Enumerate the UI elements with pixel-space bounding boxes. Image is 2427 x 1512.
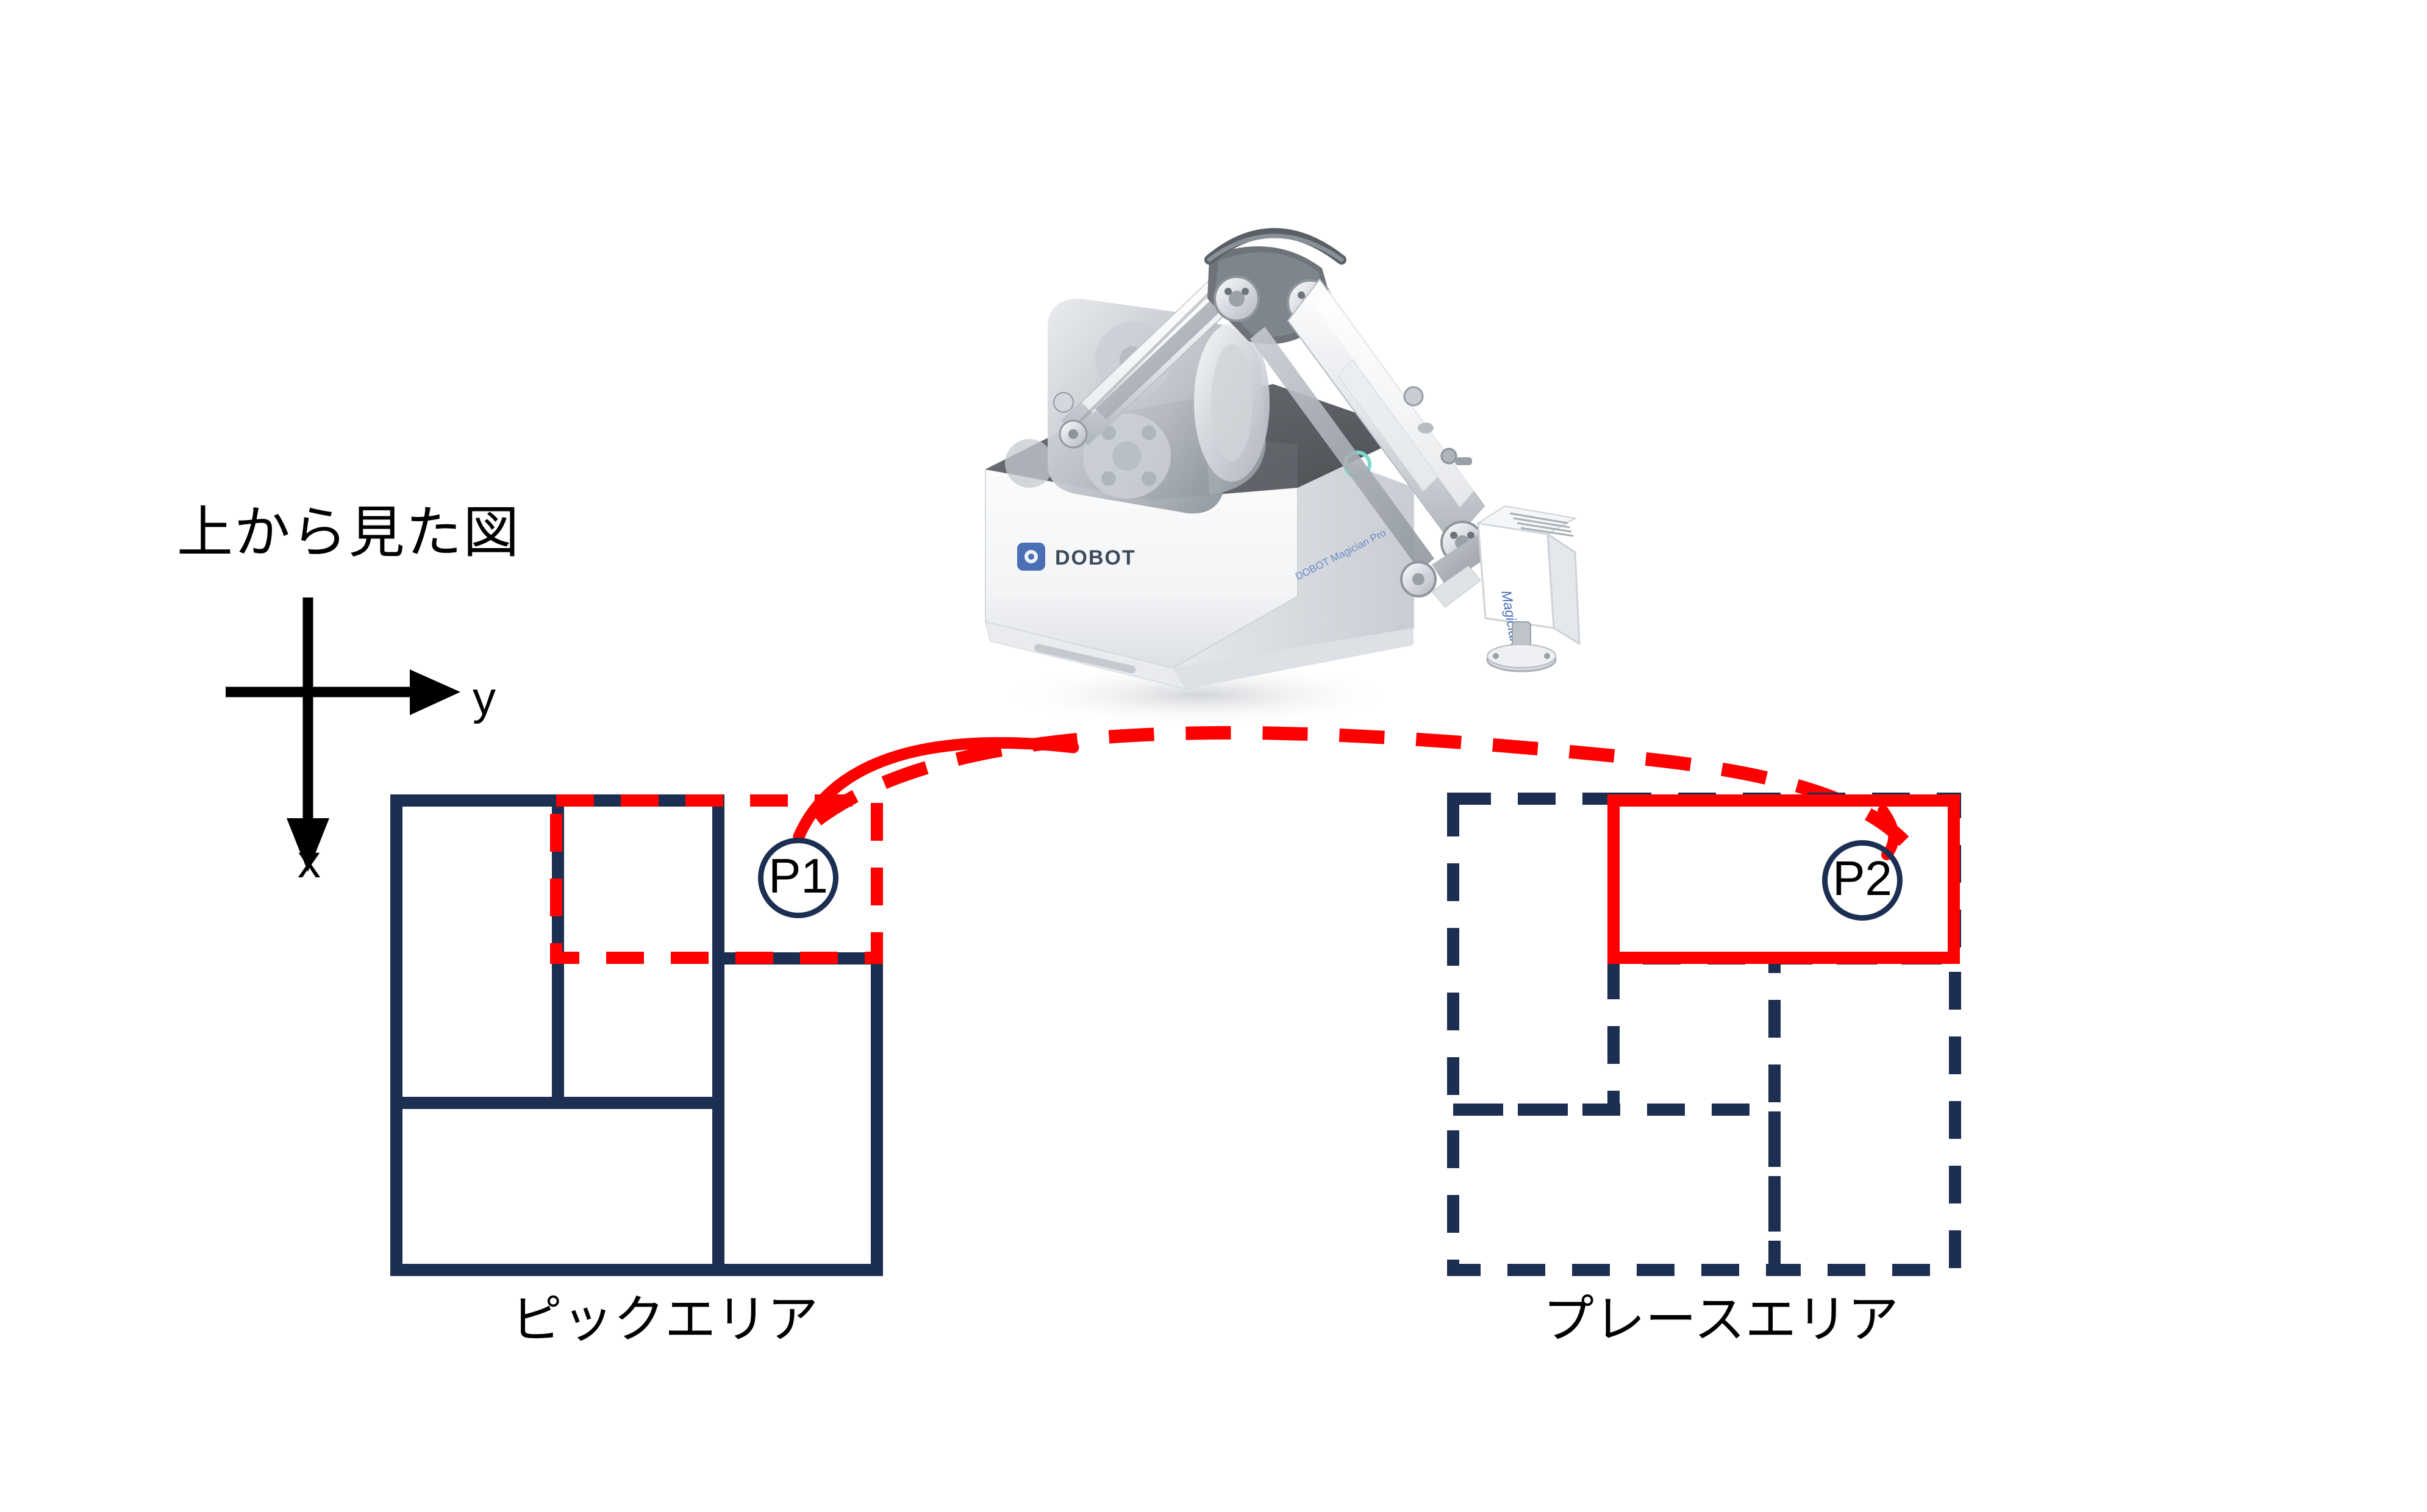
pick-slot-tall-right — [712, 952, 883, 1276]
point-badge-p1-label: P1 — [768, 849, 828, 903]
axis-label-y: y — [473, 672, 496, 724]
pick-area-caption: ピックエリア — [511, 1291, 819, 1348]
place-slot-upper-right — [1607, 793, 1961, 965]
point-badge-p2-label: P2 — [1832, 851, 1892, 905]
robot-arm-dobot-magician-pro: DOBOT DOBOT Magician Pro — [985, 228, 1581, 727]
place-slot-lower-left — [1447, 1104, 1781, 1276]
page-title: 上から見た図 — [177, 502, 521, 564]
point-badge-p1[interactable]: P1 — [758, 838, 838, 918]
place-area-caption: プレースエリア — [1543, 1291, 1899, 1348]
trajectory-arc-p1-to-p2 — [813, 726, 1914, 851]
point-badge-p2[interactable]: P2 — [1822, 840, 1903, 921]
trajectory-lead-in-p1 — [793, 736, 1079, 843]
svg-text:DOBOT: DOBOT — [1055, 546, 1136, 569]
pick-slot-wide-bottom — [390, 1097, 724, 1276]
place-highlight-p2-rect — [1607, 794, 1960, 964]
axis-label-x: x — [298, 836, 321, 888]
place-slot-upper-left — [1447, 793, 1620, 1116]
pick-highlight-p1-rect — [550, 794, 883, 964]
pick-slot-tall-left — [390, 794, 564, 1109]
place-slot-lower-right — [1768, 952, 1961, 1276]
coordinate-axes — [226, 597, 460, 872]
